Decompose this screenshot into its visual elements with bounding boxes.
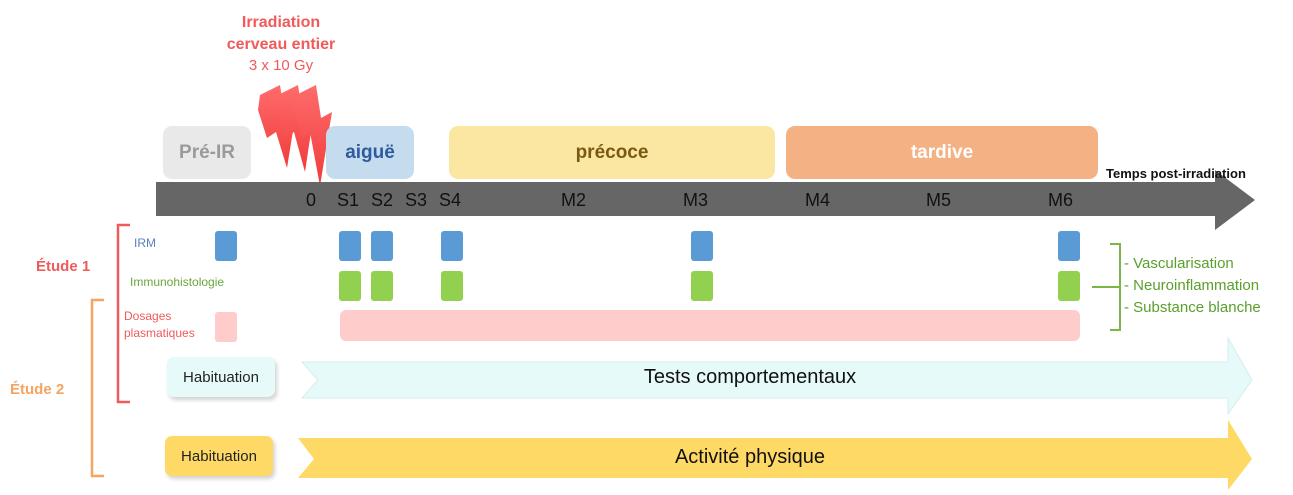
- irm-marker-s1: [339, 231, 361, 261]
- immuno-marker-s1: [339, 271, 361, 301]
- activity-arrow: [298, 420, 1252, 490]
- immuno-marker-s4: [441, 271, 463, 301]
- phase-pre-ir: Pré-IR: [163, 126, 251, 179]
- outcome-neuroinflammation: - Neuroinflammation: [1124, 277, 1260, 294]
- outcomes-bracket: [1092, 243, 1121, 331]
- study-2-label: Étude 2: [10, 381, 65, 398]
- tick-s1: S1: [337, 190, 360, 210]
- tick-m5: M5: [926, 190, 952, 210]
- phase-aigue: aiguë: [326, 126, 414, 179]
- timeline-arrow: [156, 170, 1255, 230]
- dosages-bar: [340, 310, 1080, 341]
- outcome-substance-blanche: - Substance blanche: [1124, 299, 1261, 316]
- lightning-bolt-icon: [258, 85, 332, 186]
- activity-habituation-box: Habituation: [165, 436, 273, 476]
- tick-m2: M2: [561, 190, 587, 210]
- immuno-marker-m3: [691, 271, 713, 301]
- irm-marker-s4: [441, 231, 463, 261]
- study2-bracket: [90, 298, 104, 478]
- tick-s3: S3: [405, 190, 428, 210]
- tick-s4: S4: [439, 190, 462, 210]
- timeline-axis-title: Temps post-irradiation: [1106, 166, 1246, 181]
- immuno-marker-s2: [371, 271, 393, 301]
- study-1-label: Étude 1: [36, 258, 91, 275]
- tick-m6: M6: [1048, 190, 1074, 210]
- phase-precoce: précoce: [449, 126, 775, 179]
- tick-0: 0: [306, 190, 317, 210]
- tests-habituation-box: Habituation: [167, 357, 275, 397]
- irm-marker-s2: [371, 231, 393, 261]
- irradiation-title-line1: Irradiation: [241, 14, 321, 31]
- irradiation-dose: 3 x 10 Gy: [248, 57, 314, 74]
- dosages-preir-square: [215, 312, 237, 342]
- study1-bracket: [116, 223, 130, 404]
- tests-arrow: [300, 336, 1253, 416]
- tests-label: Tests comportementaux: [643, 366, 857, 388]
- irm-marker-pre-ir: [215, 231, 237, 261]
- phase-tardive: tardive: [786, 126, 1098, 179]
- irm-marker-m6: [1058, 231, 1080, 261]
- immuno-label: Immunohistologie: [130, 275, 225, 289]
- outcomes-list: - Vascularisation - Neuroinflammation - …: [1124, 253, 1261, 319]
- tick-s2: S2: [371, 190, 394, 210]
- activity-label: Activité physique: [674, 446, 826, 468]
- tick-m3: M3: [683, 190, 709, 210]
- dosages-label-line1: Dosages: [124, 309, 172, 323]
- dosages-label: Dosages plasmatiques: [124, 308, 195, 342]
- dosages-label-line2: plasmatiques: [124, 326, 195, 340]
- outcome-vascularisation: - Vascularisation: [1124, 255, 1234, 272]
- tick-m4: M4: [805, 190, 831, 210]
- irradiation-title: Irradiation cerveau entier: [196, 12, 366, 56]
- irm-marker-m3: [691, 231, 713, 261]
- immuno-marker-m6: [1058, 271, 1080, 301]
- irm-label: IRM: [134, 236, 156, 250]
- irradiation-title-line2: cerveau entier: [226, 36, 336, 53]
